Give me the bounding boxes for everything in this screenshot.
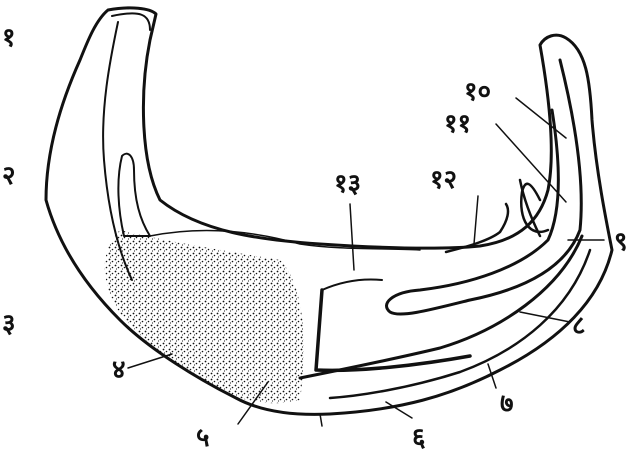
label-10: १० [464,77,491,107]
outer-body-outline [46,8,612,414]
label-5: ५ [196,423,210,452]
label-12: १२ [430,165,457,195]
label-9: ९ [614,227,628,257]
label-6: ६ [412,423,426,452]
dense-tissue-region [105,230,304,403]
label-2: २ [2,161,16,191]
label-4: ४ [112,355,126,385]
label-3: ३ [2,309,16,339]
label-1: १ [2,23,16,53]
label-7: ७ [500,389,514,419]
label-8: ८ [572,311,586,341]
label-11: ११ [444,109,471,139]
inner-membrane-2 [330,250,590,398]
label-13: १३ [334,169,361,199]
cavity-top [322,279,382,290]
left-process [118,154,150,236]
